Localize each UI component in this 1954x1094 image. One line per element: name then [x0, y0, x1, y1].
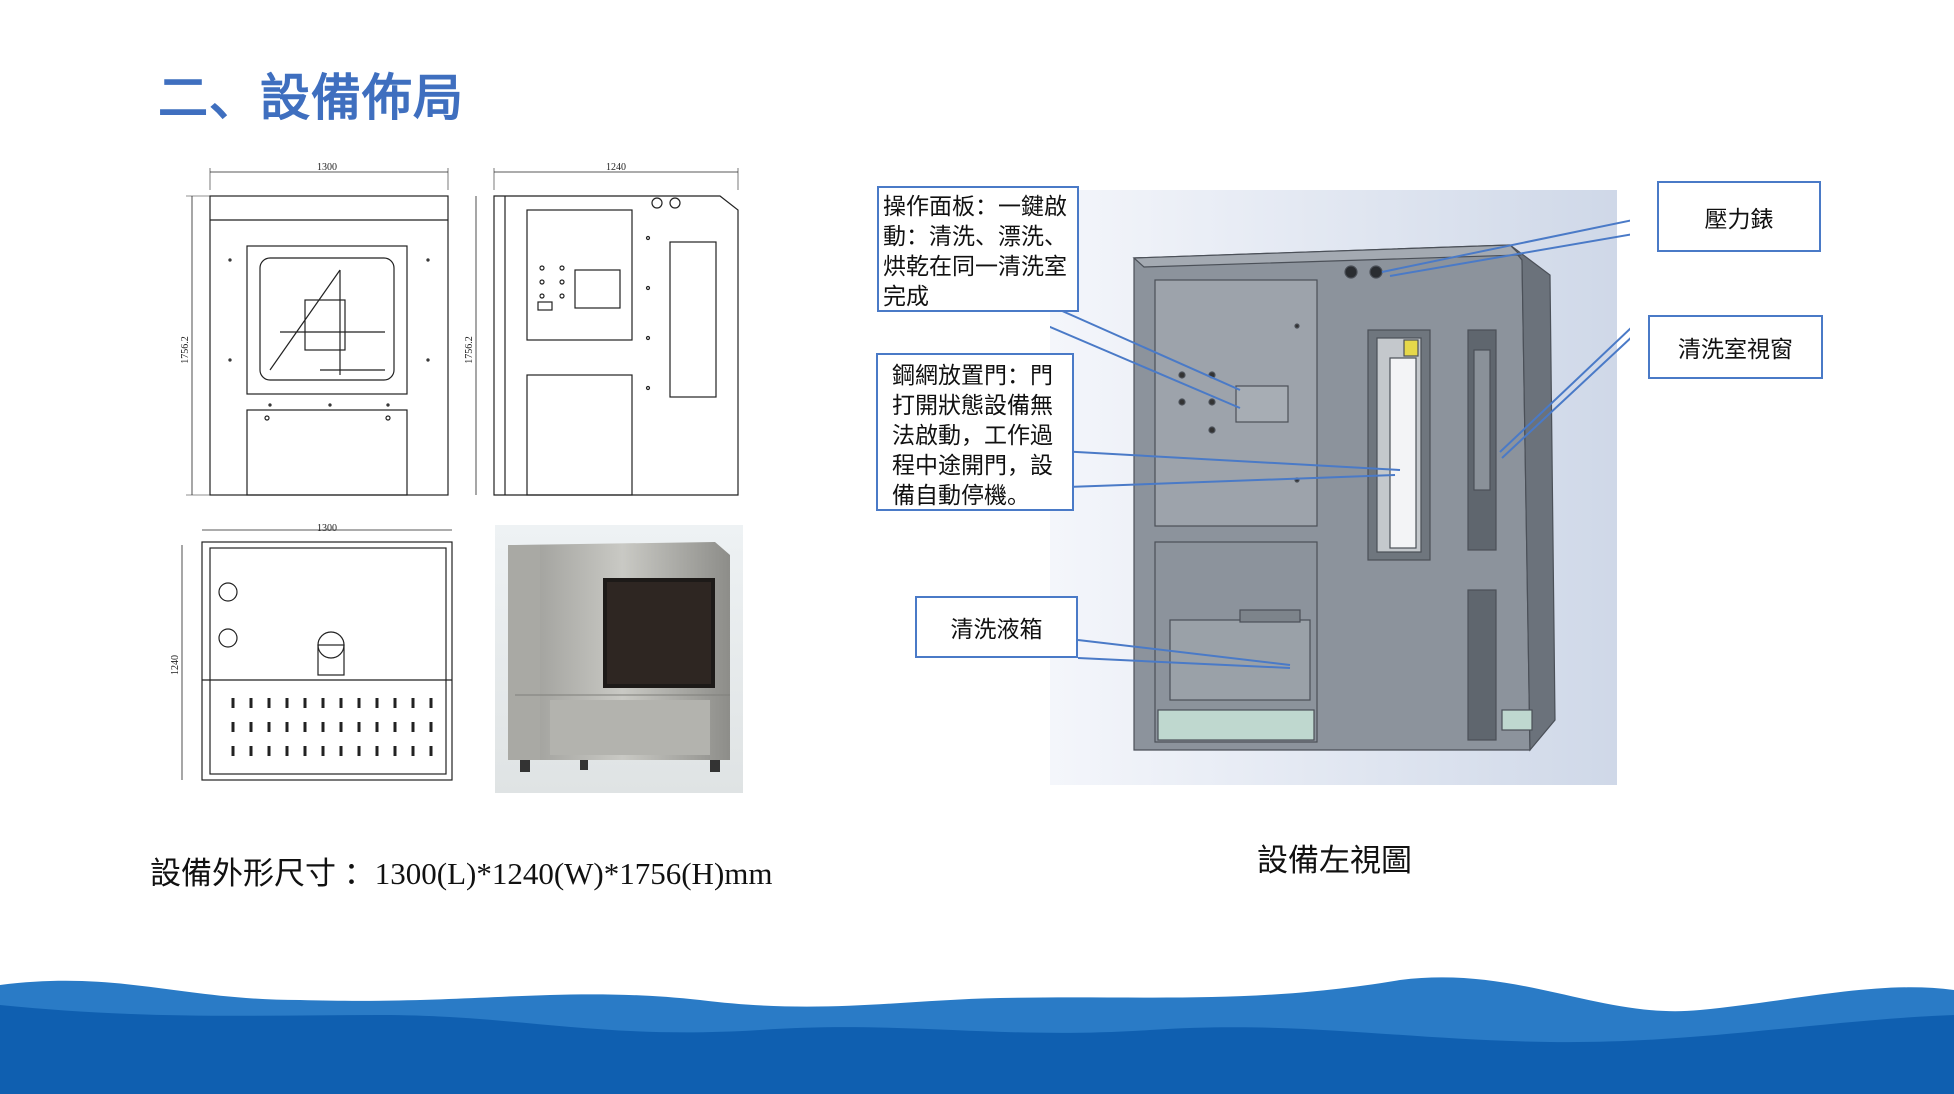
left-view-render	[1050, 190, 1630, 785]
leader-window-2	[1501, 337, 1630, 459]
dimension-caption: 設備外形尺寸 ：1300(L)*1240(W)*1756(H)mm	[150, 856, 773, 891]
side-width-label: 1240	[606, 162, 626, 173]
callout-control-panel: 操作面板：一鍵啟動：清洗、漂洗、烘乾在同一清洗室完成	[877, 186, 1079, 312]
leader-gauge-2	[1389, 233, 1630, 277]
leader-tank-1	[1077, 639, 1291, 666]
leader-window-1	[1499, 327, 1630, 453]
callout-wash-tank: 清洗液箱	[915, 596, 1078, 658]
side-height-label: 1756.2	[464, 336, 475, 364]
leader-gauge-1	[1381, 219, 1630, 273]
machine-photo	[495, 525, 743, 793]
callout-mesh-door: 鋼網放置門：門打開狀態設備無法啟動，工作過程中途開門，設備自動停機。	[876, 353, 1074, 511]
leader-tank-2	[1077, 657, 1291, 669]
leader-mesh-2	[1050, 474, 1396, 489]
bottom-wave-decoration	[0, 977, 1954, 1094]
left-view-caption: 設備左視圖	[1257, 843, 1412, 878]
technical-drawings: 1300 1240 1756.2 1756.2 1300 1240	[170, 162, 743, 793]
front-view-drawing	[186, 168, 449, 496]
callout-pressure-gauge: 壓力錶	[1657, 181, 1821, 252]
leader-mesh-1	[1050, 449, 1401, 471]
page-title: 二、設備佈局	[158, 69, 464, 127]
top-width-label: 1300	[317, 523, 337, 534]
front-width-label: 1300	[317, 162, 337, 173]
cabinet-side	[1509, 244, 1556, 752]
front-height-label: 1756.2	[180, 336, 191, 364]
callout-window: 清洗室視窗	[1648, 315, 1823, 379]
side-view-drawing	[475, 168, 739, 496]
leader-control-2	[1050, 325, 1241, 409]
top-depth-label: 1240	[170, 655, 181, 675]
top-view-drawing	[181, 529, 453, 781]
